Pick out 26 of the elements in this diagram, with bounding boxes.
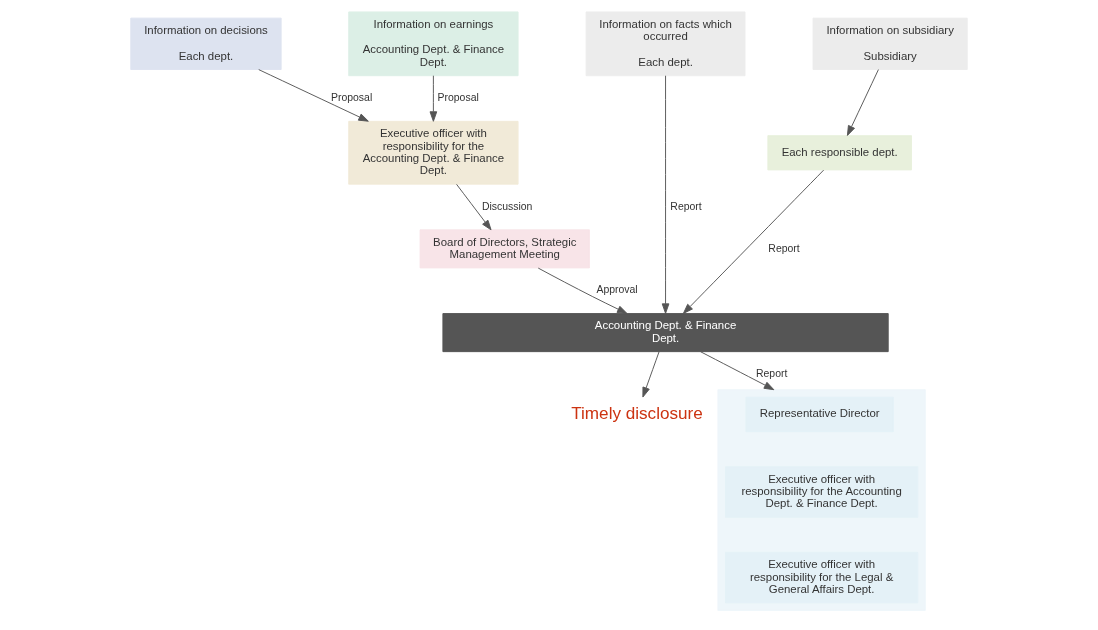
edge-label: Proposal: [330, 92, 373, 104]
edge-label: Report: [670, 200, 702, 212]
arrow: [258, 69, 369, 122]
arrow: [456, 183, 492, 231]
cluster: [717, 389, 926, 611]
arrow: [537, 267, 628, 314]
node-text: Timely disclosure: [571, 403, 703, 423]
edge-label: Report: [755, 368, 788, 380]
node-box: Executive officer with responsibility for the Accounting Dept. & Finance Dept.: [348, 120, 519, 185]
node-box: Information on decisions Each dept.: [130, 17, 282, 70]
arrow: [661, 75, 670, 314]
arrow: [700, 351, 775, 391]
arrow: [642, 351, 660, 398]
arrow: [429, 75, 438, 122]
node-box: Each responsible dept.: [767, 135, 912, 171]
node-box: Accounting Dept. & Finance Dept.: [442, 313, 889, 353]
edge-label: Report: [768, 242, 800, 254]
edge-label: Approval: [596, 284, 638, 296]
node-box: Information on earnings Accounting Dept. & Finance Dept.: [348, 11, 519, 77]
node-box: Information on subsidiary Subsidiary: [812, 17, 968, 70]
arrow: [682, 169, 825, 314]
edge-label: Proposal: [437, 92, 479, 104]
arrow: [846, 69, 879, 136]
node-box: Information on facts which occurred Each dept.: [585, 11, 746, 77]
edge-label: Discussion: [481, 200, 533, 212]
node-box: Board of Directors, Strategic Management Meeting: [419, 229, 590, 269]
